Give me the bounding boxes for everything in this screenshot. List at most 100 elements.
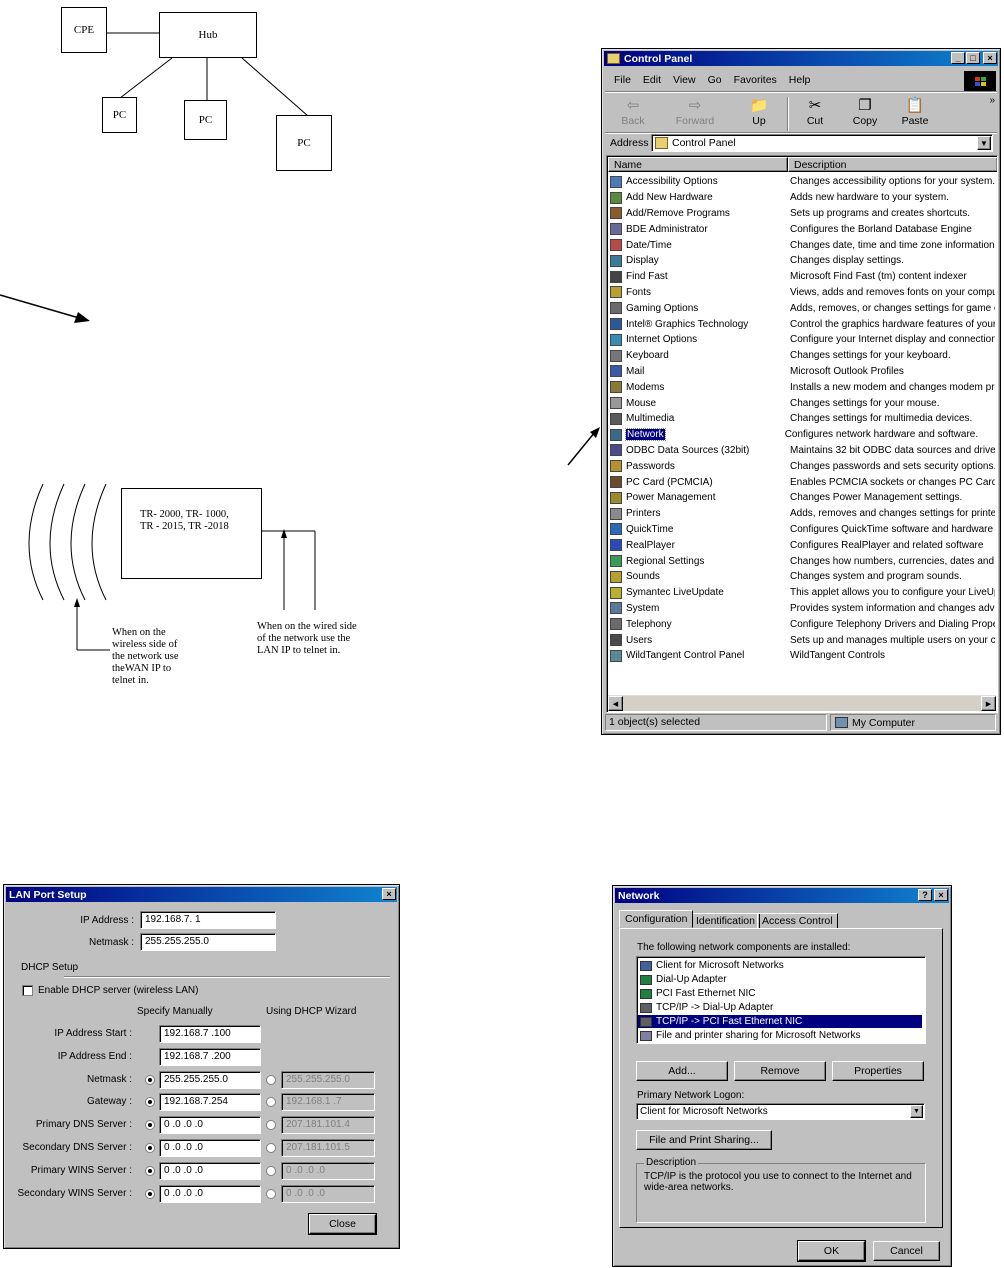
menu-view[interactable]: View [673,74,696,86]
wizard-radio[interactable] [266,1074,276,1085]
properties-button[interactable]: Properties [832,1061,924,1081]
scroll-left-icon[interactable]: ◀ [608,696,623,711]
paste-button[interactable]: 📋Paste [892,97,938,133]
chevron-down-icon[interactable]: ▼ [977,136,991,150]
manual-value-field[interactable]: 255.255.255.0 [159,1070,261,1089]
manual-value-field[interactable]: 0 .0 .0 .0 [159,1184,261,1203]
menu-help[interactable]: Help [788,74,811,86]
network-component-item[interactable]: File and printer sharing for Microsoft N… [638,1029,922,1042]
wizard-radio[interactable] [266,1188,276,1199]
wizard-radio[interactable] [266,1165,276,1176]
file-print-sharing-button[interactable]: File and Print Sharing... [636,1130,772,1150]
cut-button[interactable]: ✂Cut [792,97,838,133]
network-titlebar[interactable]: Network ? × [615,888,949,903]
close-icon[interactable]: × [934,889,948,901]
ok-button[interactable]: OK [797,1240,866,1262]
manual-radio[interactable] [145,1143,155,1153]
wizard-radio[interactable] [266,1120,276,1131]
toolbar-chevron-icon[interactable]: » [989,95,995,106]
up-button[interactable]: 📁Up [736,97,782,133]
menu-file[interactable]: File [614,74,631,86]
close-icon[interactable]: × [983,52,997,64]
network-component-item[interactable]: PCI Fast Ethernet NIC [638,987,922,1000]
close-icon[interactable]: × [382,888,396,900]
primary-logon-select[interactable]: Client for Microsoft Networks ▼ [636,1103,925,1120]
forward-button[interactable]: ⇨Forward [672,97,718,133]
control-panel-item[interactable]: ODBC Data Sources (32bit)Maintains 32 bi… [607,443,995,459]
column-header-description[interactable]: Description [788,157,997,172]
remove-button[interactable]: Remove [734,1061,826,1081]
manual-radio[interactable] [145,1188,155,1199]
add-button[interactable]: Add... [636,1061,728,1081]
network-component-item[interactable]: TCP/IP -> PCI Fast Ethernet NIC [638,1015,922,1028]
manual-value-field[interactable]: 0 .0 .0 .0 [159,1116,261,1135]
menu-go[interactable]: Go [707,74,722,86]
menu-favorites[interactable]: Favorites [733,74,777,86]
column-header-name[interactable]: Name [608,157,788,172]
horizontal-scrollbar[interactable]: ◀ ▶ [608,695,996,711]
close-button[interactable]: Close [308,1213,377,1235]
manual-radio[interactable] [145,1074,155,1085]
lan-setup-titlebar[interactable]: LAN Port Setup × [6,887,397,902]
tab-identification[interactable]: Identification [691,913,760,929]
ip-address-field[interactable]: 192.168.7. 1 [140,911,276,929]
manual-radio[interactable] [145,1120,155,1131]
menu-edit[interactable]: Edit [642,74,662,86]
maximize-icon[interactable]: □ [966,52,980,64]
control-panel-item[interactable]: PC Card (PCMCIA)Enables PCMCIA sockets o… [607,474,995,490]
wizard-radio[interactable] [266,1143,276,1153]
manual-radio[interactable] [145,1097,155,1108]
netmask-field[interactable]: 255.255.255.0 [140,933,276,951]
manual-radio[interactable] [145,1165,155,1176]
network-component-item[interactable]: TCP/IP -> Dial-Up Adapter [638,1001,922,1014]
cancel-button[interactable]: Cancel [873,1241,940,1261]
network-component-item[interactable]: Client for Microsoft Networks [638,959,922,972]
help-icon[interactable]: ? [918,889,932,901]
manual-value-field[interactable]: 192.168.7 .100 [159,1025,261,1043]
manual-value-field[interactable]: 0 .0 .0 .0 [159,1161,261,1180]
control-panel-titlebar[interactable]: Control Panel _ □ × [604,51,998,66]
scroll-right-icon[interactable]: ▶ [981,696,996,711]
address-bar[interactable]: Control Panel ▼ [651,134,993,152]
manual-value-field[interactable]: 0 .0 .0 .0 [159,1139,261,1157]
manual-value-field[interactable]: 192.168.7.254 [159,1093,261,1112]
wizard-radio[interactable] [266,1097,276,1108]
chevron-down-icon[interactable]: ▼ [910,1105,923,1118]
enable-dhcp-checkbox[interactable] [22,985,33,996]
tab-access-control[interactable]: Access Control [757,913,838,929]
minimize-icon[interactable]: _ [951,52,965,64]
copy-button[interactable]: ❐Copy [842,97,888,133]
network-component-item[interactable]: Dial-Up Adapter [638,973,922,986]
tab-configuration[interactable]: Configuration [619,910,694,928]
back-button[interactable]: ⇦Back [610,97,656,133]
